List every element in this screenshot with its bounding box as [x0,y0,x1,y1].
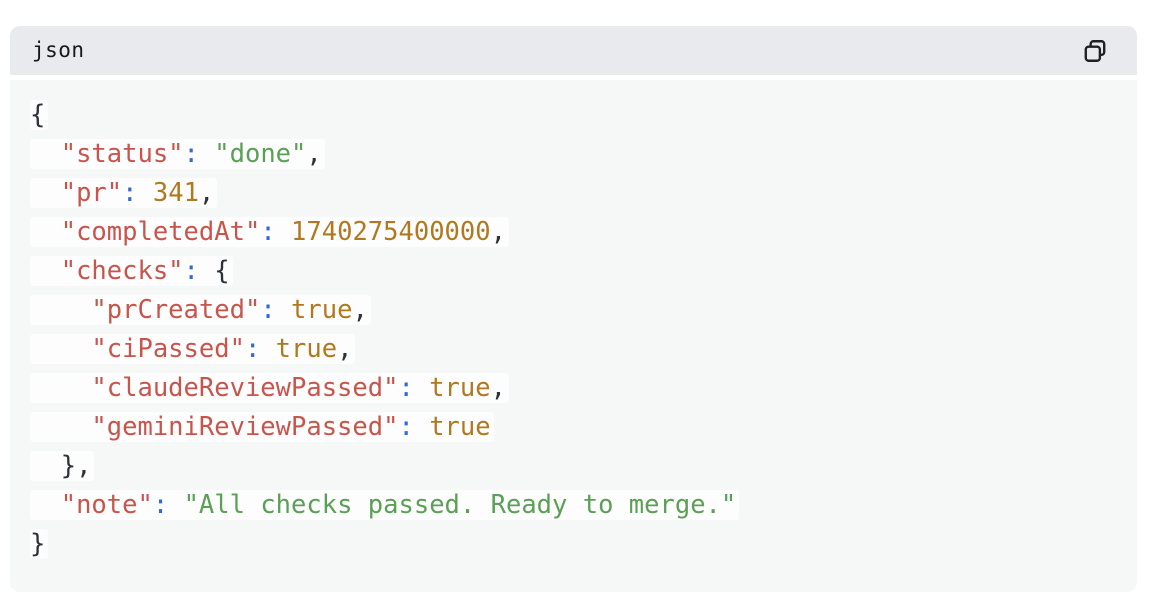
copy-button[interactable] [1081,37,1109,65]
code-line: "claudeReviewPassed": true, [30,369,1117,408]
code-line: "geminiReviewPassed": true [30,408,1117,447]
code-line-content: "geminiReviewPassed": true [30,412,494,442]
code-line-content: "status": "done", [30,139,325,169]
code-block-header: json [10,26,1137,75]
code-lines: { "status": "done", "pr": 341, "complete… [30,96,1117,564]
code-line-content: "checks": { [30,256,233,286]
code-line: }, [30,447,1117,486]
code-line: "pr": 341, [30,174,1117,213]
code-line-content: "prCreated": true, [30,295,371,325]
code-line: "completedAt": 1740275400000, [30,213,1117,252]
code-line-content: "pr": 341, [30,178,218,208]
code-line-content: }, [30,451,95,481]
code-block: json { "status": "done", "pr": 341, "com… [10,26,1137,592]
code-line-content: "ciPassed": true, [30,334,356,364]
code-line: "checks": { [30,252,1117,291]
copy-icon [1084,39,1106,62]
code-line: } [30,525,1117,564]
code-line-content: { [30,100,49,130]
code-line: "ciPassed": true, [30,330,1117,369]
code-line: "note": "All checks passed. Ready to mer… [30,486,1117,525]
code-line-content: } [30,529,49,559]
code-line-content: "claudeReviewPassed": true, [30,373,509,403]
code-line: "prCreated": true, [30,291,1117,330]
code-line-content: "note": "All checks passed. Ready to mer… [30,490,740,520]
code-line-content: "completedAt": 1740275400000, [30,217,509,247]
language-label: json [32,38,85,62]
code-line: "status": "done", [30,135,1117,174]
code-line: { [30,96,1117,135]
code-content: { "status": "done", "pr": 341, "complete… [10,80,1137,592]
